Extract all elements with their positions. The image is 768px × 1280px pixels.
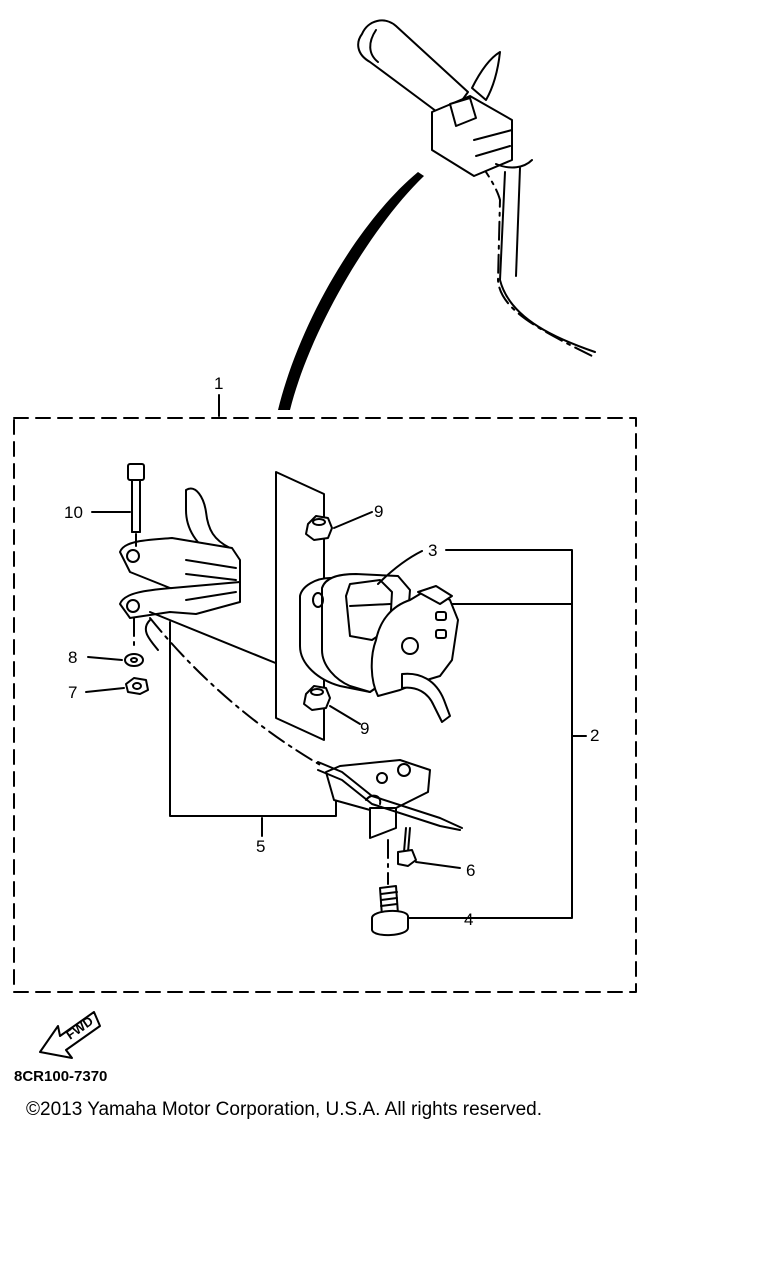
callout-3: 3 [428,541,437,560]
callout-10: 10 [64,503,83,522]
diagram-code: 8CR100-7370 [14,1068,108,1085]
fwd-arrow-icon: FWD [39,1011,101,1059]
callout-6: 6 [466,861,475,880]
washer-8 [124,653,144,667]
control-cable-lower [149,617,323,767]
nut-9-lower [303,685,331,711]
callout-2: 2 [590,726,599,745]
assembly-boundary [13,417,637,993]
callout-7: 7 [68,683,77,702]
handlebar-switch [431,51,533,177]
handlebar-assembly [357,19,596,357]
cable-clamp [317,759,463,839]
callout-5: 5 [256,837,265,856]
control-cable-upper [149,611,279,665]
nut-9-upper [305,515,333,541]
callout-1: 1 [214,374,223,393]
callout-8: 8 [68,648,77,667]
switch-cable [278,172,424,410]
lever-bracket [119,487,241,619]
switch-unit-3 [299,573,459,723]
handlebar-tube [499,171,596,353]
callout-9-upper: 9 [374,502,383,521]
bolt-10 [127,463,145,533]
screw-6 [397,827,417,867]
callout-4: 4 [464,910,473,929]
nut-7 [125,677,149,695]
callout-9-lower: 9 [360,719,369,738]
bolt-4 [371,885,409,936]
copyright-notice: ©2013 Yamaha Motor Corporation, U.S.A. A… [26,1099,542,1120]
